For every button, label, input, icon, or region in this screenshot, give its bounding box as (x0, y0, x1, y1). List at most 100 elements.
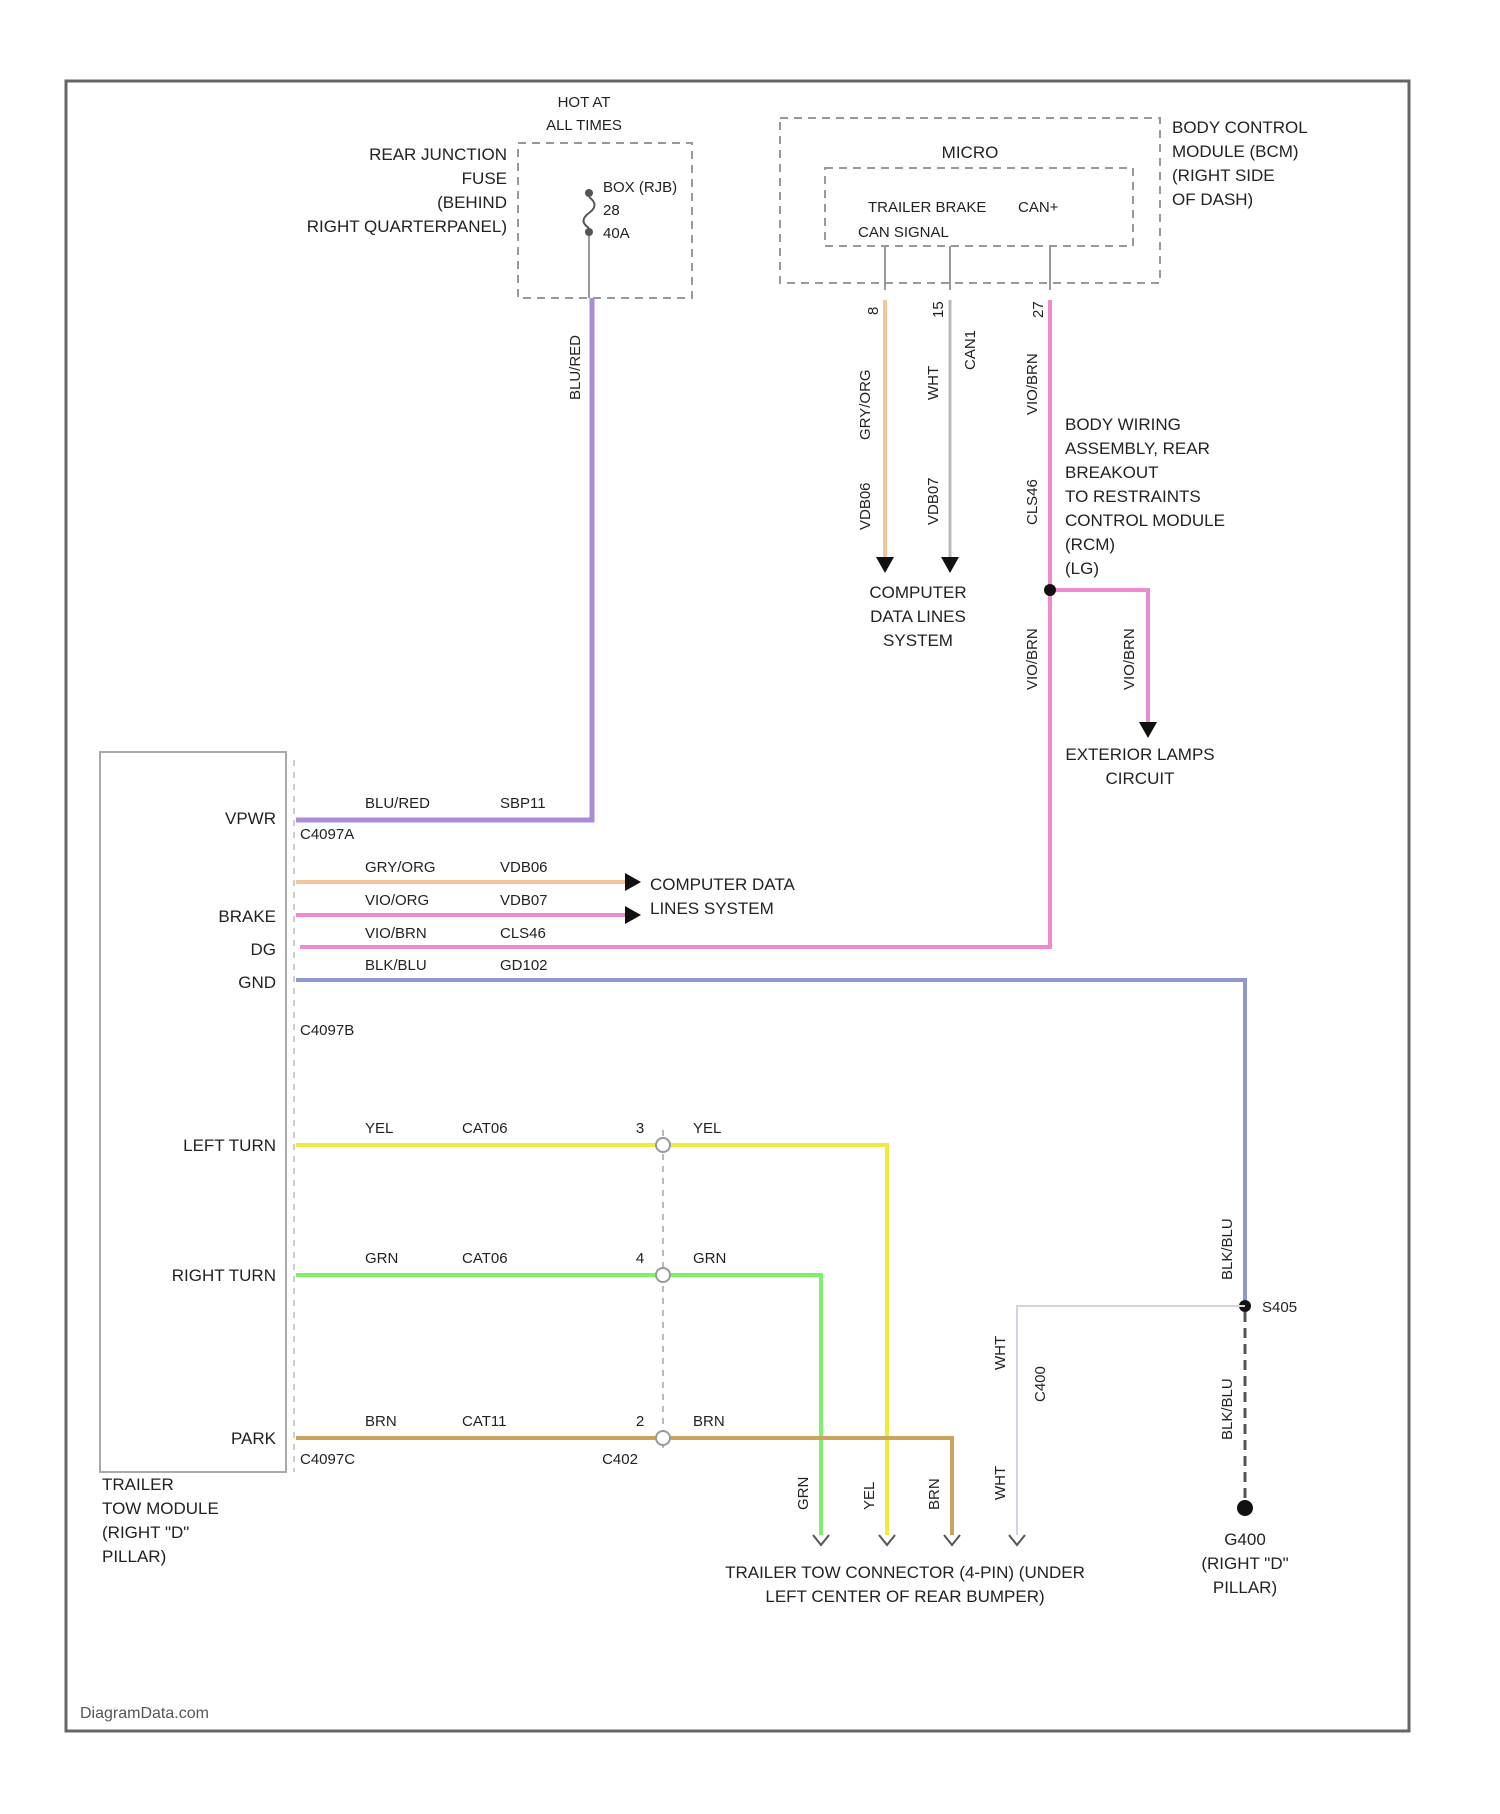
arrow-cdl-2-icon (941, 557, 959, 573)
fuse-location-3: (BEHIND (437, 193, 507, 212)
trailer-tow-module (100, 752, 286, 1472)
wire-grn-right-turn (296, 1275, 821, 1535)
wire-yel-left-turn (296, 1145, 887, 1535)
wire-label-brn: BRN (365, 1413, 397, 1430)
wire-label-grn: GRN (365, 1250, 398, 1267)
wire-label-yel: YEL (365, 1120, 393, 1137)
fuse-element-icon (584, 197, 595, 228)
svg-text:(RIGHT "D": (RIGHT "D" (102, 1523, 189, 1542)
wire-label-vio-brn-2: VIO/BRN (1024, 628, 1041, 690)
c402-pin-2: 2 (636, 1413, 644, 1430)
fuse-rating-1: BOX (RJB) (603, 179, 677, 196)
arrow-exterior-icon (1139, 722, 1157, 738)
bcm-label-4: OF DASH) (1172, 190, 1253, 209)
input-brake: BRAKE (218, 907, 276, 926)
svg-text:ASSEMBLY, REAR: ASSEMBLY, REAR (1065, 439, 1210, 458)
wire-label-gry-org-mod: GRY/ORG (365, 859, 436, 876)
dest-exterior-1: EXTERIOR LAMPS (1065, 745, 1214, 764)
fuse-location-4: RIGHT QUARTERPANEL) (307, 217, 507, 236)
wire-label-gd102: GD102 (500, 957, 548, 974)
wire-label-gry-org: GRY/ORG (857, 369, 874, 440)
dest-cdl-top-2: DATA LINES (870, 607, 966, 626)
bcm-micro-title: MICRO (942, 143, 999, 162)
dest-cdl-top-3: SYSTEM (883, 631, 953, 650)
input-vpwr: VPWR (225, 809, 276, 828)
input-dg: DG (251, 940, 277, 959)
inline-connector-c402: 3 4 2 C402 (602, 1120, 670, 1468)
dest-cdl-mid-1: COMPUTER DATA (650, 875, 795, 894)
fuse-header-1: HOT AT (558, 94, 611, 111)
ground-g400-icon (1237, 1500, 1253, 1516)
svg-text:(LG): (LG) (1065, 559, 1099, 578)
arrow-cdl-mid-2-icon (625, 906, 641, 924)
connector-c4097a: C4097A (300, 826, 354, 843)
svg-text:(RCM): (RCM) (1065, 535, 1115, 554)
wire-label-cat06-right: CAT06 (462, 1250, 508, 1267)
wire-label-blu-red: BLU/RED (365, 795, 430, 812)
splice-pink-icon (1044, 584, 1056, 596)
input-park: PARK (231, 1429, 277, 1448)
watermark: DiagramData.com (80, 1705, 209, 1722)
bcm-pin-8: 8 (865, 307, 882, 315)
svg-text:TOW MODULE: TOW MODULE (102, 1499, 219, 1518)
svg-text:TRAILER: TRAILER (102, 1475, 174, 1494)
wire-label-vdb06: VDB06 (857, 482, 874, 530)
c402-pin-4: 4 (636, 1250, 644, 1267)
trailer-connector-pins (813, 1535, 1025, 1545)
connector-c4097b: C4097B (300, 1022, 354, 1039)
svg-text:PILLAR): PILLAR) (102, 1547, 166, 1566)
fuse-header-2: ALL TIMES (546, 117, 622, 134)
arrow-cdl-1-icon (876, 557, 894, 573)
dest-exterior-2: CIRCUIT (1106, 769, 1175, 788)
input-left-turn: LEFT TURN (183, 1136, 276, 1155)
wire-label-vio-brn-3: VIO/BRN (1121, 628, 1138, 690)
wire-label-wht-upper: WHT (992, 1336, 1009, 1370)
wire-label-vio-brn-mod: VIO/BRN (365, 925, 427, 942)
input-right-turn: RIGHT TURN (172, 1266, 276, 1285)
input-gnd: GND (238, 973, 276, 992)
wire-label-blk-blu-lower: BLK/BLU (1219, 1378, 1236, 1440)
bcm-signal-trailer-brake: TRAILER BRAKE (868, 199, 986, 216)
bcm-label-2: MODULE (BCM) (1172, 142, 1299, 161)
wire-label-yel-2: YEL (693, 1120, 721, 1137)
svg-text:CONTROL MODULE: CONTROL MODULE (1065, 511, 1225, 530)
dest-connector-1: TRAILER TOW CONNECTOR (4-PIN) (UNDER (725, 1563, 1085, 1582)
fuse-rating-3: 40A (603, 225, 630, 242)
connector-c4097c: C4097C (300, 1451, 355, 1468)
wire-label-cls46-1: CLS46 (1024, 479, 1041, 525)
wire-label-brn-2: BRN (693, 1413, 725, 1430)
bcm-module: MICRO TRAILER BRAKE CAN+ CAN SIGNAL BODY… (780, 118, 1308, 318)
ground-label-1: G400 (1224, 1530, 1266, 1549)
wire-label-vdb07: VDB07 (925, 477, 942, 525)
wire-blu-red-vpwr (296, 298, 592, 820)
wire-label-vio-brn-1: VIO/BRN (1024, 353, 1041, 415)
wire-label-grn-2: GRN (693, 1250, 726, 1267)
body-harness-label: BODY WIRING ASSEMBLY, REAR BREAKOUT TO R… (1065, 415, 1225, 578)
fuse-location-2: FUSE (462, 169, 507, 188)
wire-label-cat06-left: CAT06 (462, 1120, 508, 1137)
wire-label-blu-red-vert: BLU/RED (567, 335, 584, 400)
dest-cdl-mid-2: LINES SYSTEM (650, 899, 774, 918)
c402-pin-3: 3 (636, 1120, 644, 1137)
wire-label-wht-lower: WHT (992, 1466, 1009, 1500)
wire-label-cat11: CAT11 (462, 1413, 506, 1430)
ground-label-2: (RIGHT "D" (1201, 1554, 1288, 1573)
fuse-terminal-bottom (585, 228, 593, 236)
svg-text:BREAKOUT: BREAKOUT (1065, 463, 1159, 482)
wire-label-blk-blu-vert: BLK/BLU (1219, 1218, 1236, 1280)
bcm-pin-27: 27 (1030, 301, 1047, 318)
wire-label-c400: C400 (1032, 1366, 1049, 1402)
fuse-terminal-top (585, 189, 593, 197)
splice-s405: S405 (1262, 1299, 1297, 1316)
c402-label: C402 (602, 1451, 638, 1468)
dest-cdl-top-1: COMPUTER (869, 583, 966, 602)
wire-label-can1: CAN1 (962, 330, 979, 370)
arrow-cdl-mid-1-icon (625, 873, 641, 891)
wire-label-sbp11: SBP11 (500, 795, 546, 812)
wire-label-vdb06-mod: VDB06 (500, 859, 548, 876)
module-label: TRAILER TOW MODULE (RIGHT "D" PILLAR) (102, 1475, 219, 1566)
wire-label-cls46-mod: CLS46 (500, 925, 546, 942)
wire-label-wht: WHT (925, 366, 942, 400)
wire-label-blk-blu: BLK/BLU (365, 957, 427, 974)
